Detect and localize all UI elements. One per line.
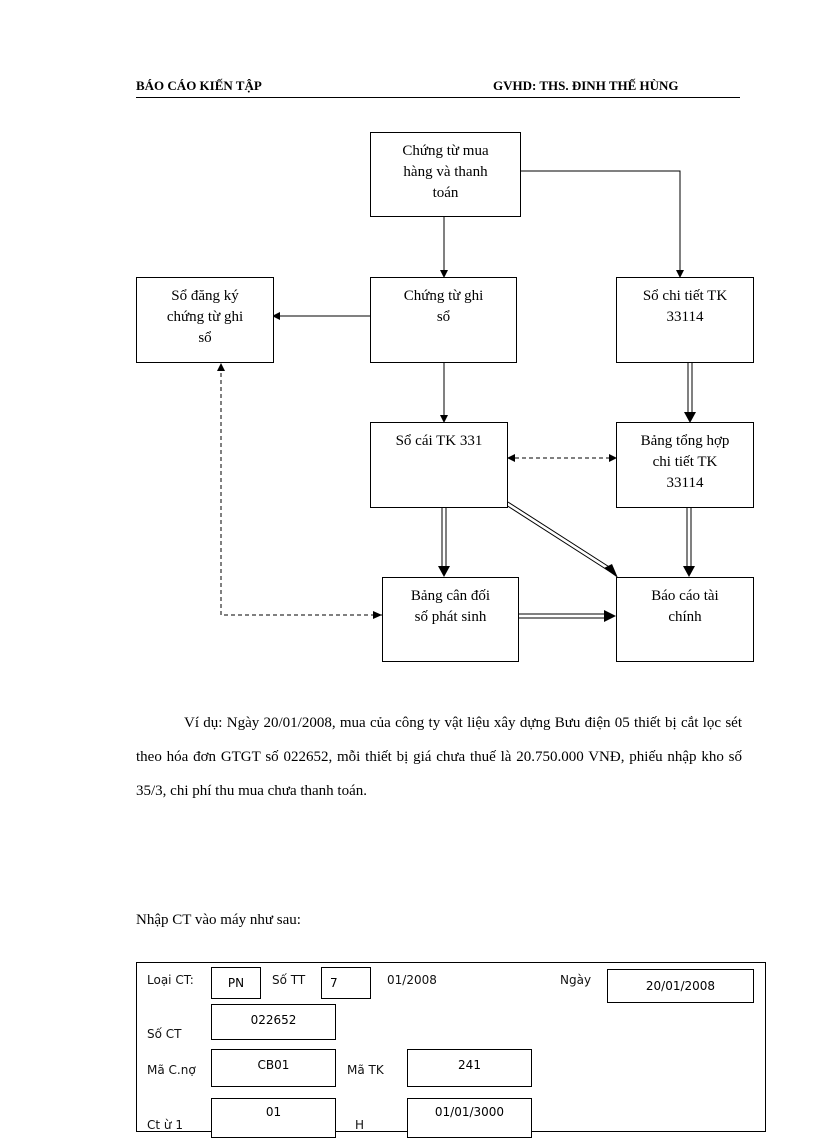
box-line: Bảng tổng hợp bbox=[640, 433, 730, 449]
box-line: sổ bbox=[198, 330, 212, 346]
arrow-ledger-to-report-a bbox=[505, 504, 613, 574]
so-ct-field[interactable]: 022652 bbox=[211, 1004, 336, 1040]
arrow-summary-to-report-head bbox=[683, 566, 695, 577]
flowchart-arrows bbox=[217, 170, 696, 622]
period-text: 01/2008 bbox=[387, 973, 437, 987]
box-line: Sổ chi tiết TK bbox=[642, 288, 728, 304]
box-line: Bảng cân đối bbox=[410, 588, 491, 604]
arrow-ledger-to-report-head bbox=[604, 564, 618, 578]
loai-ct-label: Loại CT: bbox=[147, 973, 194, 987]
box-line: Báo cáo tài bbox=[651, 588, 719, 604]
header-rule bbox=[136, 97, 740, 98]
arrow-ledger-to-balance-head bbox=[438, 566, 450, 577]
box-line: chứng từ ghi bbox=[166, 309, 244, 325]
arrow-purchase-to-detail bbox=[520, 170, 684, 278]
box-line: Sổ đăng ký bbox=[171, 288, 239, 304]
arrow-balance-dashed-tip bbox=[373, 611, 382, 619]
box-line: số phát sinh bbox=[414, 609, 487, 625]
row4b-label: H bbox=[355, 1118, 365, 1132]
ma-cno-label: Mã C.nợ bbox=[147, 1063, 196, 1077]
box-trial-balance: Bảng cân đối số phát sinh bbox=[382, 577, 519, 662]
box-financial-report: Báo cáo tài chính bbox=[616, 577, 754, 662]
box-record-voucher: Chứng từ ghi sổ bbox=[370, 277, 517, 363]
box-line: 33114 bbox=[666, 309, 704, 325]
row4b-field[interactable]: 01/01/3000 bbox=[407, 1098, 532, 1138]
entry-intro: Nhập CT vào máy như sau: bbox=[136, 912, 301, 928]
box-line: chi tiết TK bbox=[652, 454, 718, 470]
box-line: Chứng từ mua bbox=[402, 143, 489, 159]
box-line: toán bbox=[432, 185, 459, 201]
row4-label: Ct ừ 1 bbox=[147, 1118, 183, 1132]
header-instructor: GVHD: THS. ĐINH THẾ HÙNG bbox=[493, 78, 679, 93]
ma-cno-field[interactable]: CB01 bbox=[211, 1049, 336, 1087]
ngay-label: Ngày bbox=[560, 973, 592, 987]
box-line: 33114 bbox=[666, 475, 704, 491]
so-tt-field[interactable]: 7 bbox=[321, 967, 371, 999]
arrow-balance-to-registry-dashed bbox=[217, 363, 382, 616]
box-line: sổ bbox=[436, 309, 451, 325]
ma-tk-field[interactable]: 241 bbox=[407, 1049, 532, 1087]
box-detail-summary: Bảng tổng hợp chi tiết TK 33114 bbox=[616, 422, 754, 508]
box-line: chính bbox=[668, 609, 702, 625]
example-paragraph: Ví dụ: Ngày 20/01/2008, mua của công ty … bbox=[136, 715, 742, 799]
box-line: Sổ cái TK 331 bbox=[395, 433, 483, 449]
entry-form: Loại CT: PN Số TT 7 01/2008 Ngày 20/01/2… bbox=[136, 962, 766, 1138]
so-tt-label: Số TT bbox=[272, 973, 306, 987]
box-detail-book: Sổ chi tiết TK 33114 bbox=[616, 277, 754, 363]
so-ct-label: Số CT bbox=[147, 1027, 182, 1041]
ngay-field[interactable]: 20/01/2008 bbox=[607, 969, 754, 1003]
arrow-detail-to-summary-head bbox=[684, 412, 696, 423]
arrow-balance-to-report-head bbox=[604, 610, 616, 622]
box-ledger: Sổ cái TK 331 bbox=[370, 422, 508, 508]
box-line: hàng và thanh bbox=[403, 164, 488, 180]
arrow-ledger-to-report-b bbox=[507, 501, 615, 571]
ma-tk-label: Mã TK bbox=[347, 1063, 384, 1077]
header-title: BÁO CÁO KIẾN TẬP bbox=[136, 78, 262, 93]
row4-field[interactable]: 01 bbox=[211, 1098, 336, 1138]
box-purchase-documents: Chứng từ mua hàng và thanh toán bbox=[370, 132, 521, 217]
loai-ct-field[interactable]: PN bbox=[211, 967, 261, 999]
box-line: Chứng từ ghi bbox=[403, 288, 484, 304]
box-registry-book: Sổ đăng ký chứng từ ghi sổ bbox=[136, 277, 274, 363]
